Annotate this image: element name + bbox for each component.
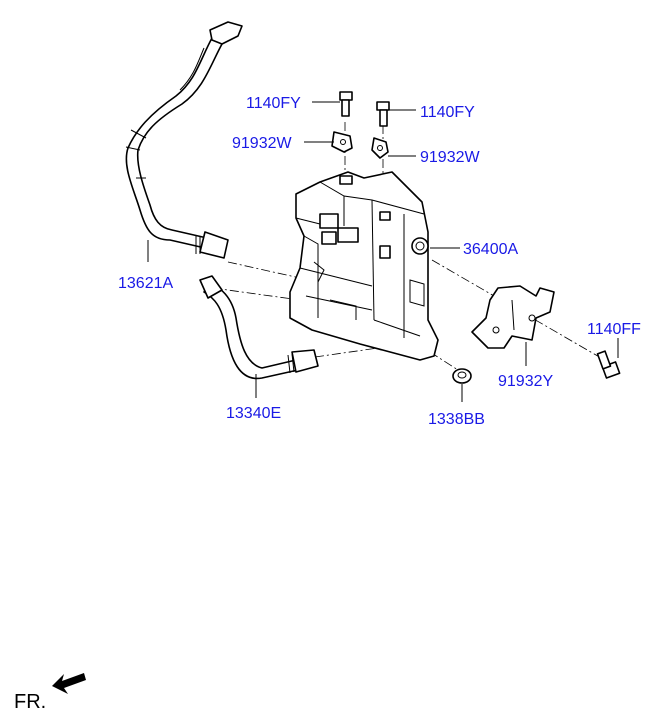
label-1140fy-left: 1140FY: [246, 95, 301, 112]
bracket-91932y[interactable]: [471, 285, 555, 349]
grommet-1338bb[interactable]: [452, 368, 472, 384]
label-13340e: 13340E: [226, 405, 281, 422]
label-36400a: 36400A: [463, 241, 518, 258]
hose-13340e[interactable]: [199, 275, 319, 380]
bolt-1140fy-right[interactable]: [376, 101, 390, 127]
label-91932w-left: 91932W: [232, 135, 292, 152]
label-91932y: 91932Y: [498, 373, 553, 390]
front-label: FR.: [14, 691, 46, 713]
front-arrow-icon: [52, 673, 86, 694]
bolt-1140ff[interactable]: [596, 350, 621, 379]
hose-13621a[interactable]: [125, 21, 243, 259]
front-direction-indicator: FR.: [14, 673, 86, 713]
bracket-91932w-right[interactable]: [371, 137, 389, 159]
label-91932w-right: 91932W: [420, 149, 480, 166]
bracket-91932w-left[interactable]: [331, 131, 353, 153]
bolt-1140fy-left[interactable]: [339, 91, 353, 117]
unit-36400a[interactable]: [289, 171, 439, 361]
label-1140ff: 1140FF: [587, 321, 641, 338]
label-1140fy-right: 1140FY: [420, 104, 475, 121]
label-13621a: 13621A: [118, 275, 173, 292]
leader-lines: [147, 101, 619, 402]
label-1338bb: 1338BB: [428, 411, 485, 428]
